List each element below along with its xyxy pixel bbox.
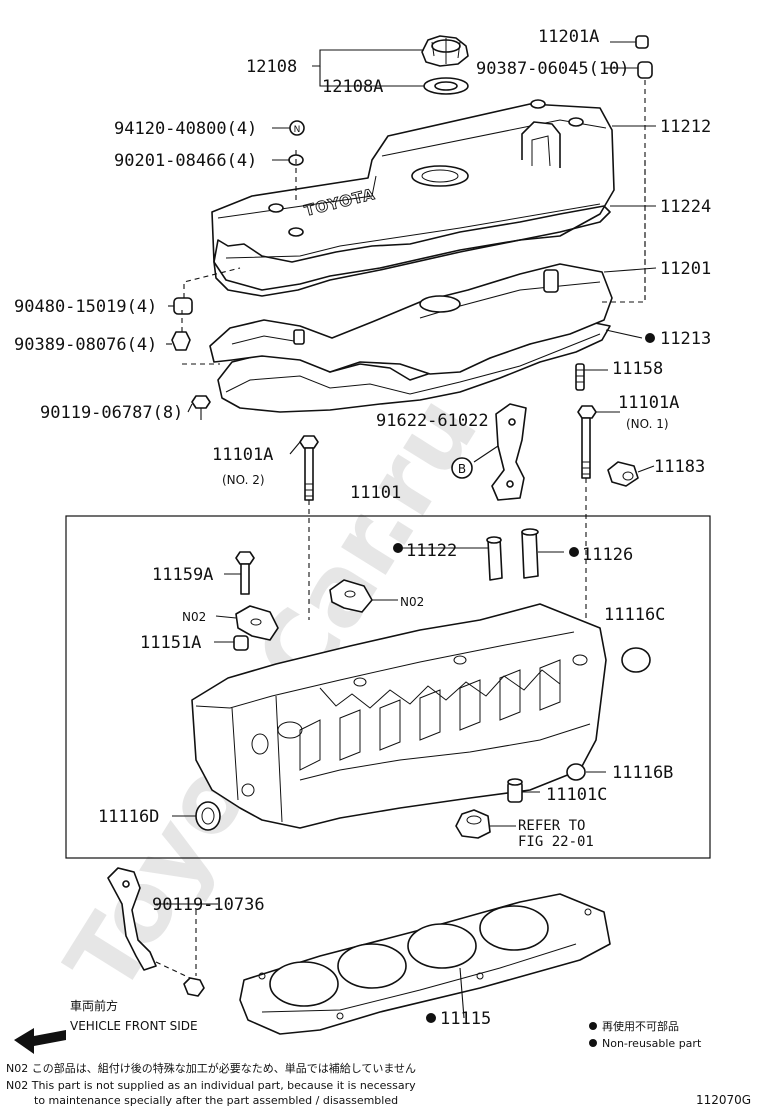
bracket-lower (107, 867, 191, 979)
label-11126: 11126 (582, 545, 633, 565)
front-jp-label: 車両前方 (70, 998, 118, 1013)
nonreusable-dot-11126 (569, 547, 579, 557)
label-11116D: 11116D (98, 807, 159, 827)
label-11101A-no2: 11101A (212, 445, 273, 465)
head-gasket-11115 (239, 893, 611, 1035)
label-90201-08466: 90201-08466(4) (114, 151, 257, 171)
note-line-2: N02 This part is not supplied as an indi… (6, 1079, 416, 1092)
bracket-91622 (473, 403, 527, 501)
label-90387-06045: 90387-06045(10) (476, 59, 630, 79)
head-bolt-11101A-no1 (577, 405, 597, 636)
plug-11116C (621, 647, 651, 673)
label-11151A: 11151A (140, 633, 201, 653)
label-12108: 12108 (246, 57, 297, 77)
cover-gasket-11224 (213, 205, 611, 297)
plug-11183 (607, 461, 639, 487)
label-11212: 11212 (660, 117, 711, 137)
note-line-1: N02 この部品は、組付け後の特殊な加工が必要なため、単品では補給していません (6, 1061, 416, 1075)
vehicle-front-arrow (14, 1028, 66, 1054)
label-11101: 11101 (350, 483, 401, 503)
cap-gasket (423, 77, 469, 95)
label-refer-to: REFER TO (518, 818, 585, 834)
bearing-cap-right (329, 579, 398, 613)
washer-11151A (233, 635, 249, 651)
oil-filler-cap (421, 35, 469, 67)
camshaft-housing (209, 263, 613, 375)
nonreusable-dot-11213 (645, 333, 655, 343)
bolt-90119-06787 (191, 395, 211, 420)
plug-11116B (566, 763, 586, 781)
label-11101A-no1: 11101A (618, 393, 679, 413)
svg-text:B: B (458, 462, 466, 476)
label-11116C: 11116C (604, 605, 665, 625)
front-en-label: VEHICLE FRONT SIDE (70, 1019, 198, 1033)
label-11159A: 11159A (152, 565, 213, 585)
seal-90480 (173, 297, 193, 315)
label-11116B: 11116B (612, 763, 673, 783)
label-no2: (NO. 2) (222, 473, 265, 487)
label-94120-40800: 94120-40800(4) (114, 119, 257, 139)
label-90119-10736: 90119-10736 (152, 895, 265, 915)
note-line-3: to maintenance specially after the part … (34, 1094, 398, 1107)
nonreusable-en-label: Non-reusable part (602, 1037, 702, 1050)
label-90389-08076: 90389-08076(4) (14, 335, 157, 355)
label-11122: 11122 (406, 541, 457, 561)
valve-guide-11126 (521, 528, 539, 579)
label-11224: 11224 (660, 197, 711, 217)
plug-11201A (610, 35, 649, 49)
cylinder-head-casting (191, 603, 607, 829)
svg-text:N: N (294, 125, 301, 135)
nonreusable-jp-label: 再使用不可部品 (602, 1019, 679, 1033)
legend-dot-en (589, 1039, 597, 1047)
circle-b-symbol: B (451, 457, 473, 479)
label-11213: 11213 (660, 329, 711, 349)
cylinder-head-cover: TOYOTA (211, 99, 615, 291)
label-90119-06787: 90119-06787(8) (40, 403, 183, 423)
part-refer-fig-22-01 (455, 809, 516, 839)
label-11183: 11183 (654, 457, 705, 477)
label-fig-22-01: FIG 22-01 (518, 834, 594, 850)
ring-11101C (507, 778, 523, 803)
label-11201A-top: 11201A (538, 27, 599, 47)
head-bolt-11101A-no2 (299, 435, 319, 620)
label-11201: 11201 (660, 259, 711, 279)
valve-guide-11122 (486, 536, 503, 581)
legend-dot-jp (589, 1022, 597, 1030)
label-11115: 11115 (440, 1009, 491, 1029)
bearing-cap-left (235, 605, 279, 641)
circle-n-symbol: N (289, 120, 305, 136)
label-91622-61022: 91622-61022 (376, 411, 489, 431)
cylinder-head-group-frame (65, 515, 711, 859)
label-11158: 11158 (612, 359, 663, 379)
figure-id: 112070G (696, 1093, 751, 1107)
stud-11158 (575, 363, 585, 391)
nut-90389 (171, 331, 191, 351)
label-11101C: 11101C (546, 785, 607, 805)
bolt-11159A (224, 551, 255, 595)
label-90480-15019: 90480-15019(4) (14, 297, 157, 317)
assembly-dashes-cover (181, 150, 646, 365)
label-n02-left: N02 (182, 610, 206, 624)
seal-11116D (195, 801, 221, 831)
leader-lines (166, 49, 657, 1019)
nonreusable-dot-11122 (393, 543, 403, 553)
label-12108A: 12108A (322, 77, 383, 97)
label-n02-right: N02 (400, 595, 424, 609)
bolt-90119-10736 (156, 903, 218, 997)
nonreusable-dot-11115 (426, 1013, 436, 1023)
label-no1: (NO. 1) (626, 417, 669, 431)
